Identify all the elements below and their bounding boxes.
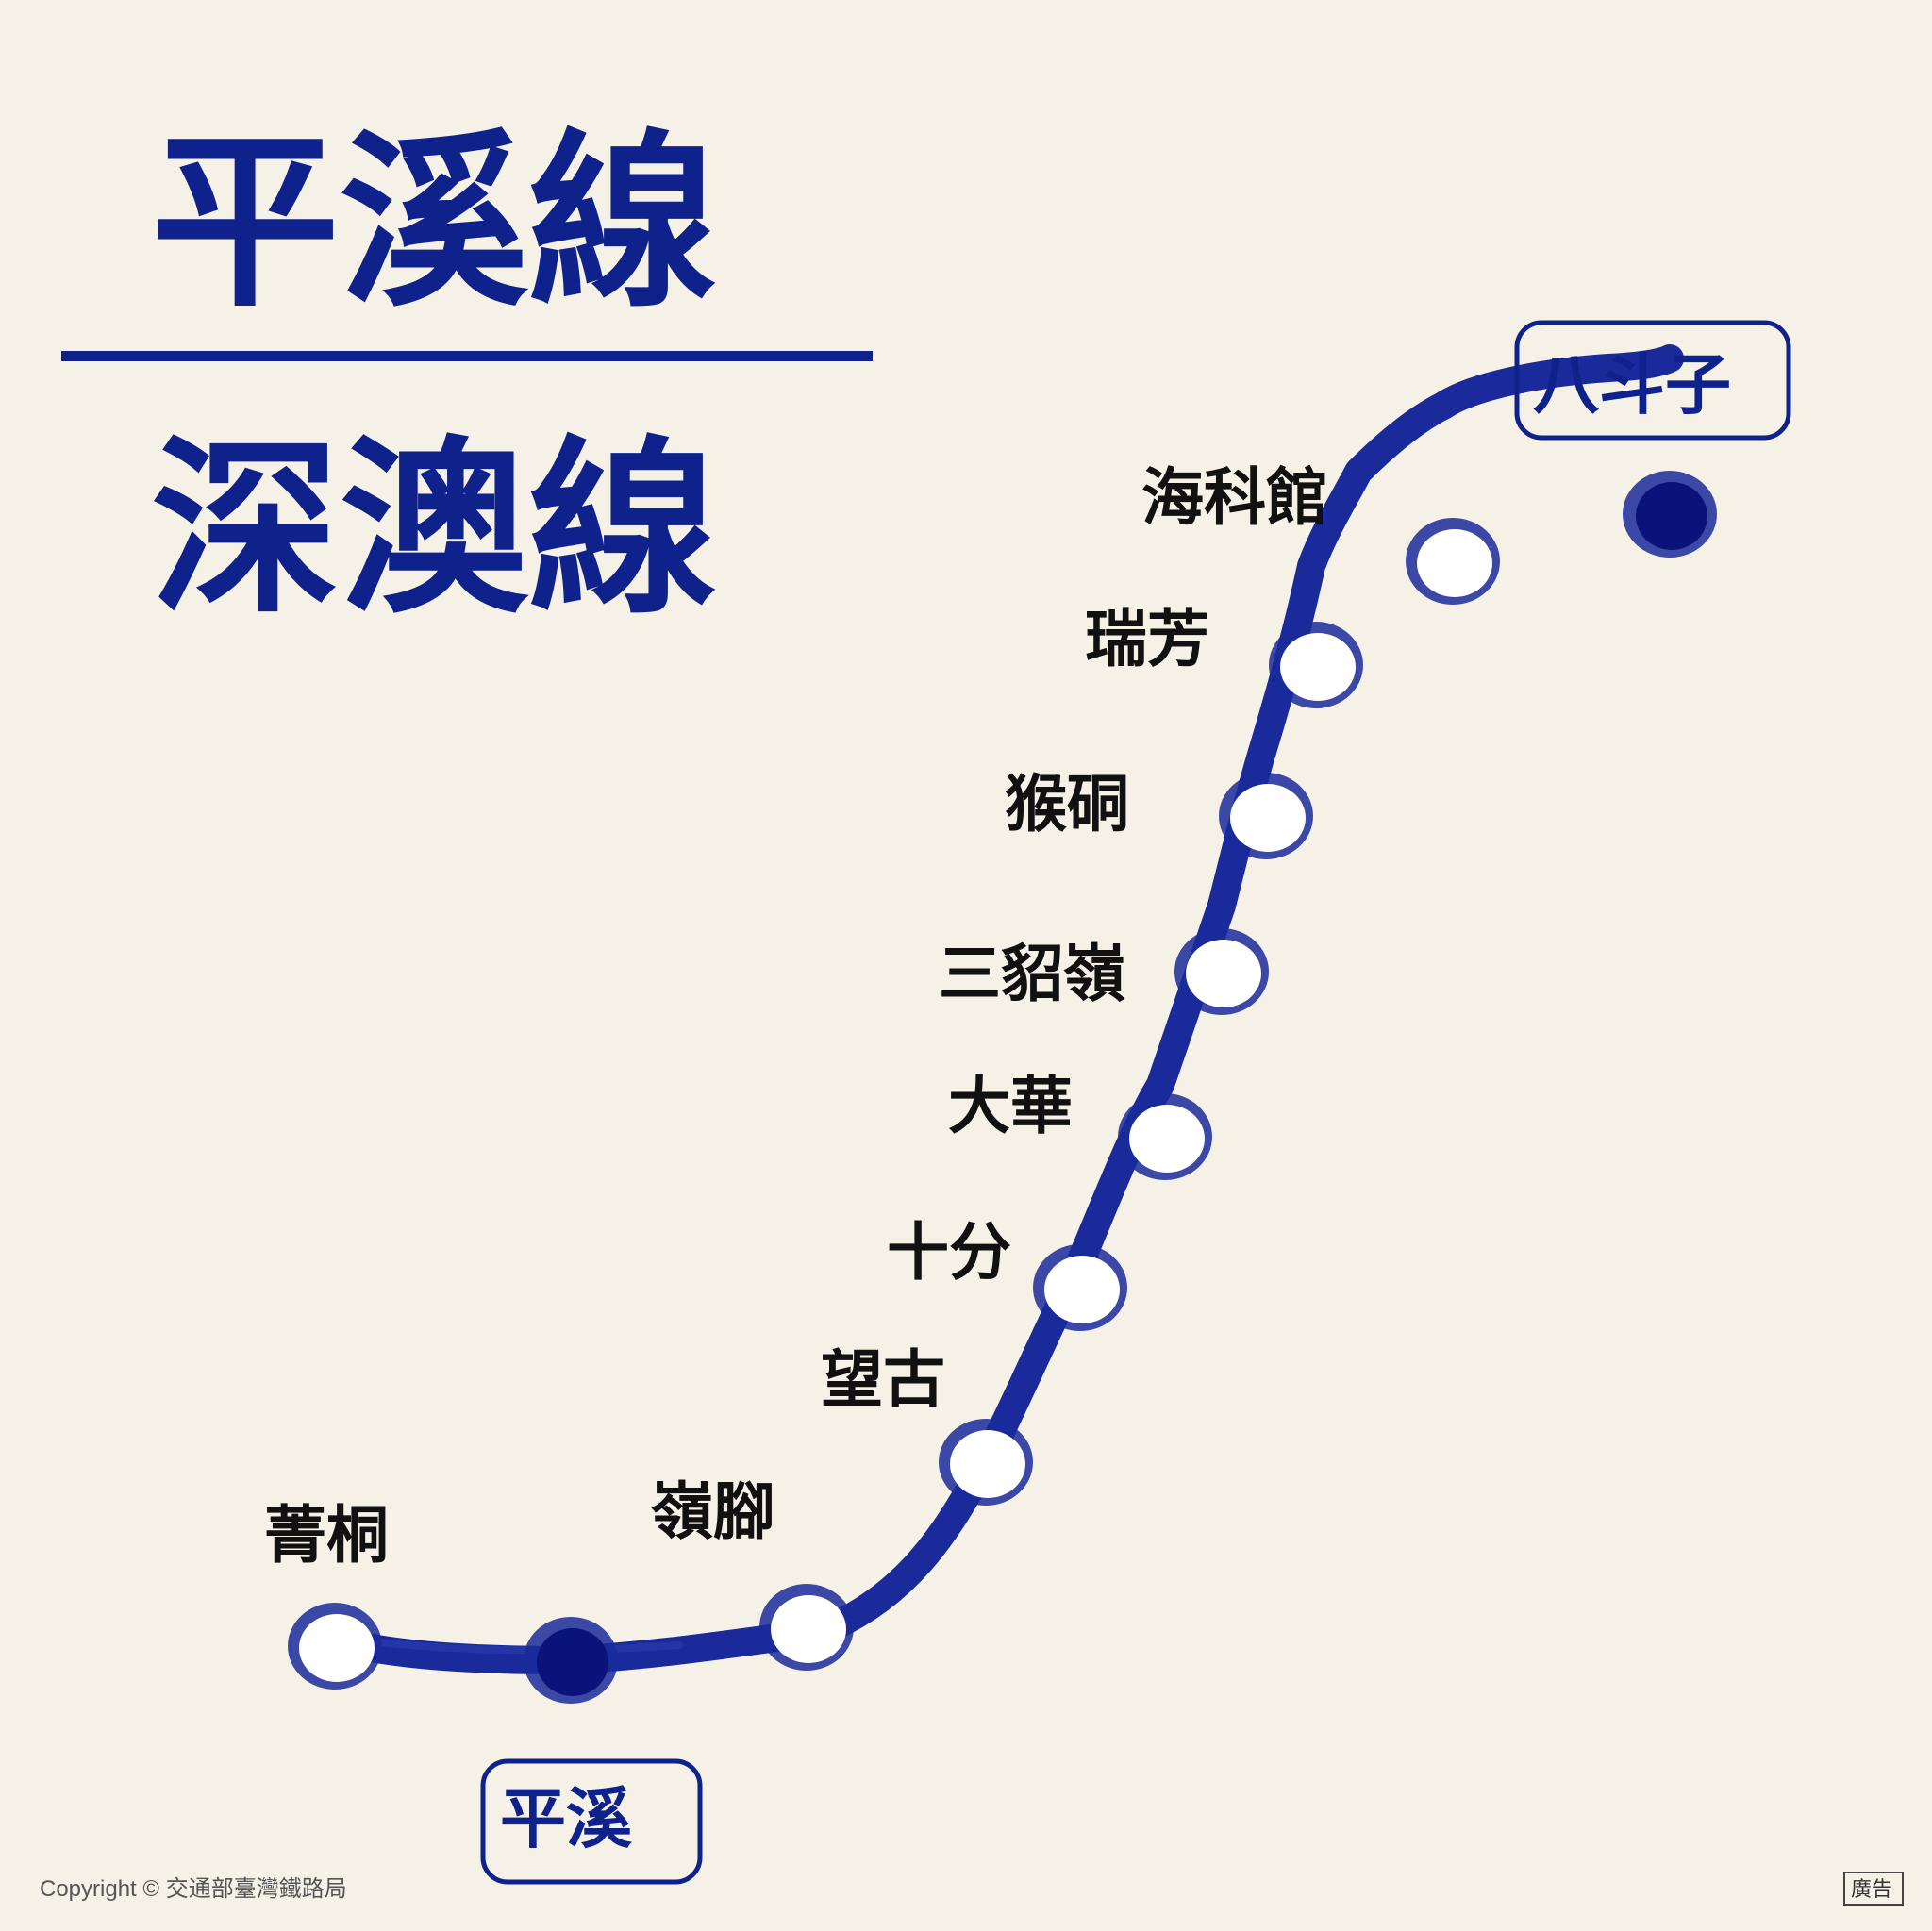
station-8: 望古	[821, 1343, 1033, 1506]
station-5: 三貂嶺	[939, 928, 1269, 1015]
station-marker	[1186, 940, 1261, 1007]
terminal-station-label: 平溪	[500, 1779, 633, 1857]
title-shenao-line: 深澳線	[151, 418, 717, 640]
station-label: 大華	[948, 1070, 1073, 1142]
station-2: 海科館	[1141, 461, 1500, 605]
station-label: 猴硐	[1005, 768, 1129, 841]
station-11: 菁桐	[264, 1499, 389, 1690]
title-divider	[61, 351, 873, 361]
station-marker	[1417, 529, 1492, 597]
station-9: 嶺腳	[651, 1475, 854, 1671]
terminal-station-marker	[537, 1628, 608, 1696]
terminal-label-box	[480, 1758, 703, 1885]
station-marker	[1280, 633, 1356, 701]
station-3: 瑞芳	[1085, 603, 1363, 708]
terminal-label-box	[1514, 320, 1791, 441]
route-line-texture	[339, 1634, 683, 1655]
title-pingxi-line: 平溪線	[151, 111, 717, 333]
station-marker	[1129, 1105, 1205, 1173]
station-label: 嶺腳	[651, 1475, 775, 1548]
station-6: 大華	[948, 1070, 1212, 1180]
station-marker	[950, 1430, 1025, 1498]
ad-label: 廣告	[1851, 1877, 1892, 1901]
station-marker	[1044, 1256, 1120, 1323]
station-marker	[771, 1595, 846, 1663]
station-10: 平溪	[480, 1617, 703, 1885]
station-4: 猴硐	[1005, 768, 1313, 859]
station-label: 三貂嶺	[939, 938, 1125, 1010]
station-label: 瑞芳	[1085, 603, 1209, 675]
terminal-station-marker	[1636, 482, 1707, 550]
station-label: 菁桐	[264, 1499, 389, 1572]
ad-badge	[1843, 1872, 1904, 1906]
station-label: 海科館	[1141, 461, 1328, 534]
station-1: 八斗子	[1514, 320, 1791, 558]
station-7: 十分	[887, 1216, 1127, 1331]
terminal-station-label: 八斗子	[1533, 345, 1731, 424]
station-label: 十分	[887, 1216, 1011, 1289]
copyright-text: Copyright © 交通部臺灣鐵路局	[40, 1876, 347, 1902]
station-marker	[1230, 784, 1306, 852]
station-label: 望古	[821, 1343, 945, 1416]
station-marker	[299, 1614, 375, 1682]
